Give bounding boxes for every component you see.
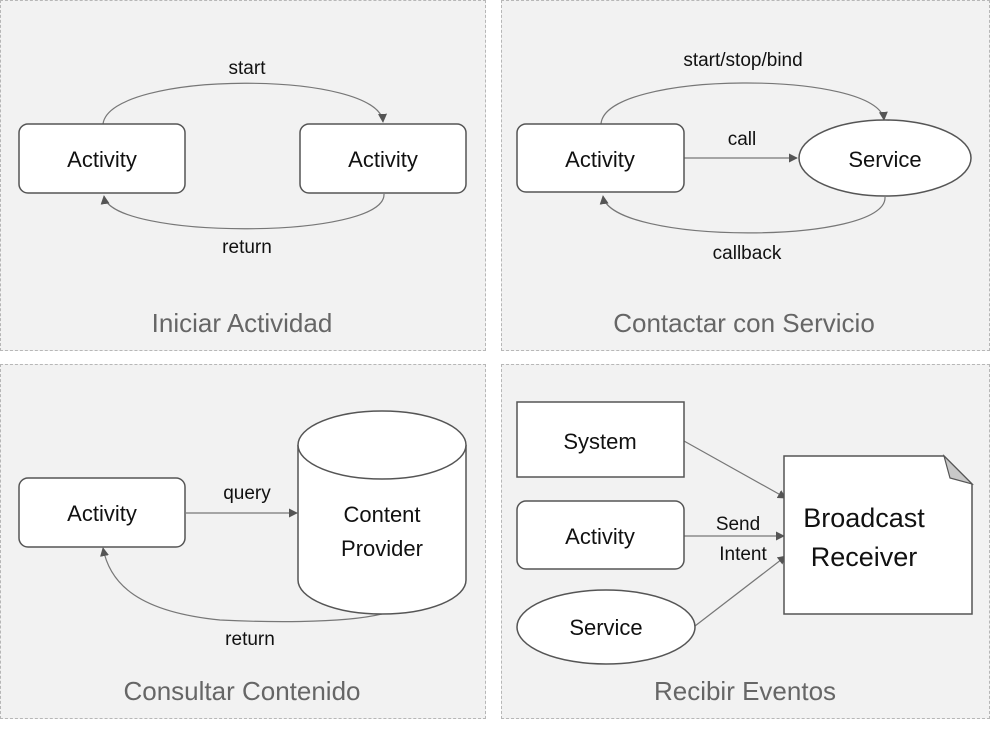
activity-right-label: Activity: [348, 147, 418, 172]
iniciar-actividad-title: Iniciar Actividad: [152, 308, 333, 338]
contactar-servicio-title: Contactar con Servicio: [613, 308, 875, 338]
start-stop-bind-label: start/stop/bind: [683, 50, 802, 71]
service-node: [798, 119, 972, 197]
return-edge: [100, 547, 383, 623]
service-label: Service: [569, 615, 642, 640]
start-stop-bind-edge: [600, 82, 888, 125]
content-provider-label-line1: Content: [343, 502, 420, 527]
call-label: call: [728, 129, 757, 150]
service-node: [516, 589, 696, 665]
system-label: System: [563, 429, 636, 454]
recibir-eventos-diagram: System Activity Service Send Intent Broa…: [516, 401, 975, 706]
broadcast-receiver-label-line1: Broadcast: [803, 503, 925, 533]
service-label: Service: [848, 147, 921, 172]
activity-label: Activity: [565, 147, 635, 172]
activity-node-right: [299, 123, 467, 194]
callback-edge: [599, 195, 886, 234]
content-provider-cylinder-top: [297, 410, 467, 480]
callback-label: callback: [713, 243, 782, 264]
contactar-servicio-diagram: Activity Service start/stop/bind call ca…: [516, 50, 972, 338]
recibir-eventos-title: Recibir Eventos: [654, 676, 836, 706]
activity-node: [516, 500, 685, 570]
activity-node-left: [18, 123, 186, 194]
broadcast-receiver-label-line2: Receiver: [811, 542, 918, 572]
return-label: return: [222, 237, 272, 258]
return-label: return: [225, 629, 275, 650]
system-to-receiver-edge: [683, 440, 787, 499]
consultar-contenido-title: Consultar Contenido: [123, 676, 360, 706]
send-intent-label-line2: Intent: [719, 544, 767, 565]
activity-node: [18, 477, 186, 548]
activity-node: [516, 123, 685, 193]
broadcast-receiver-fold: [942, 453, 975, 486]
activity-left-label: Activity: [67, 147, 137, 172]
service-to-receiver-edge: [694, 555, 787, 627]
activity-label: Activity: [565, 524, 635, 549]
content-provider-label-line2: Provider: [341, 536, 423, 561]
broadcast-receiver-node: [783, 455, 973, 615]
iniciar-actividad-diagram: Activity Activity start return Iniciar A…: [18, 58, 467, 338]
content-provider-cylinder-body: [297, 445, 467, 615]
return-edge: [100, 193, 385, 230]
send-intent-label-line1: Send: [716, 514, 760, 535]
consultar-contenido-diagram: Activity Content Provider query return C…: [18, 410, 467, 706]
start-label: start: [229, 58, 267, 79]
system-node: [516, 401, 685, 478]
activity-label: Activity: [67, 501, 137, 526]
query-label: query: [223, 483, 271, 504]
start-edge: [102, 82, 387, 125]
